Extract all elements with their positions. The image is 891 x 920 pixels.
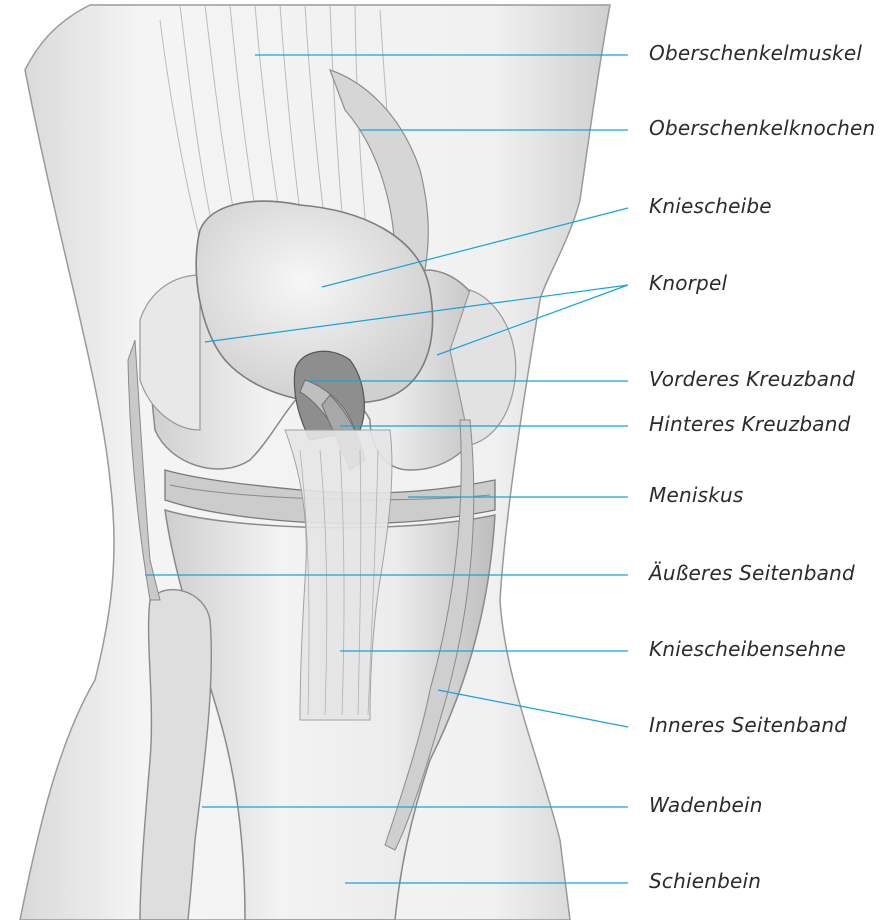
label-knorpel: Knorpel [649,271,727,295]
label-kniescheibe: Kniescheibe [649,194,772,218]
label-vorderes-kreuzband: Vorderes Kreuzband [649,367,855,391]
label-oberschenkelknochen: Oberschenkelknochen [649,116,875,140]
label-hinteres-kreuzband: Hinteres Kreuzband [649,412,850,436]
label-oberschenkelmuskel: Oberschenkelmuskel [649,41,862,65]
label-kniescheibensehne: Kniescheibensehne [649,637,846,661]
label-wadenbein: Wadenbein [649,793,763,817]
label-aeusseres-seitenband: Äußeres Seitenband [649,561,855,585]
label-schienbein: Schienbein [649,869,761,893]
label-inneres-seitenband: Inneres Seitenband [649,713,847,737]
label-meniskus: Meniskus [649,483,744,507]
